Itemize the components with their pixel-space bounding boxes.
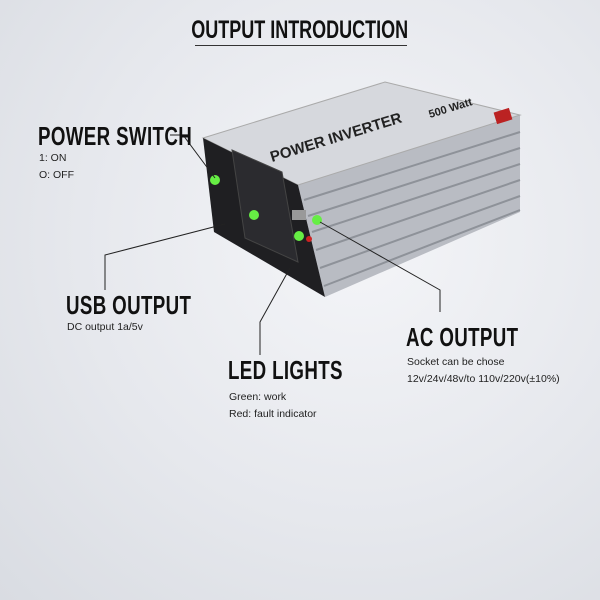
usb-output-desc: DC output 1a/5v: [67, 319, 143, 336]
led-lights-heading: LED LIGHTS: [228, 355, 343, 385]
led-lights-desc: Green: work Red: fault indicator: [229, 389, 317, 423]
ac-socket: [231, 149, 299, 263]
cooling-fins: [303, 131, 521, 287]
terminal-red: [493, 107, 513, 125]
ac-output-line: Socket can be chose: [407, 356, 505, 368]
led-fault: [306, 236, 312, 242]
power-switch-line: 1: ON: [39, 152, 67, 164]
power-switch-heading: POWER SWITCH: [38, 121, 193, 151]
leader-usb: [104, 223, 226, 290]
power-switch-desc: 1: ON O: OFF: [39, 150, 74, 184]
title-text: OUTPUT INTRODUCTION: [191, 16, 409, 44]
usb-output-line: DC output 1a/5v: [67, 321, 143, 333]
led-power: [210, 175, 220, 185]
led-lights-line: Green: work: [229, 391, 287, 403]
inverter-side: [298, 115, 520, 297]
title-underline: [195, 45, 407, 46]
ac-output-heading: AC OUTPUT: [406, 322, 519, 352]
led-lights-line: Red: fault indicator: [229, 408, 317, 420]
leader-led: [259, 267, 291, 355]
ac-output-line: 12v/24v/48v/to 110v/220v(±10%): [407, 373, 560, 385]
leader-ac: [319, 221, 441, 312]
led-usb: [312, 215, 322, 225]
usb-port: [292, 210, 306, 220]
usb-output-heading: USB OUTPUT: [66, 290, 192, 320]
led-work: [294, 231, 304, 241]
power-switch-line: O: OFF: [39, 169, 74, 181]
led-socket: [249, 210, 259, 220]
ac-output-desc: Socket can be chose 12v/24v/48v/to 110v/…: [407, 354, 560, 388]
leader-power-switch: [170, 134, 216, 179]
page-title: OUTPUT INTRODUCTION: [0, 16, 600, 45]
